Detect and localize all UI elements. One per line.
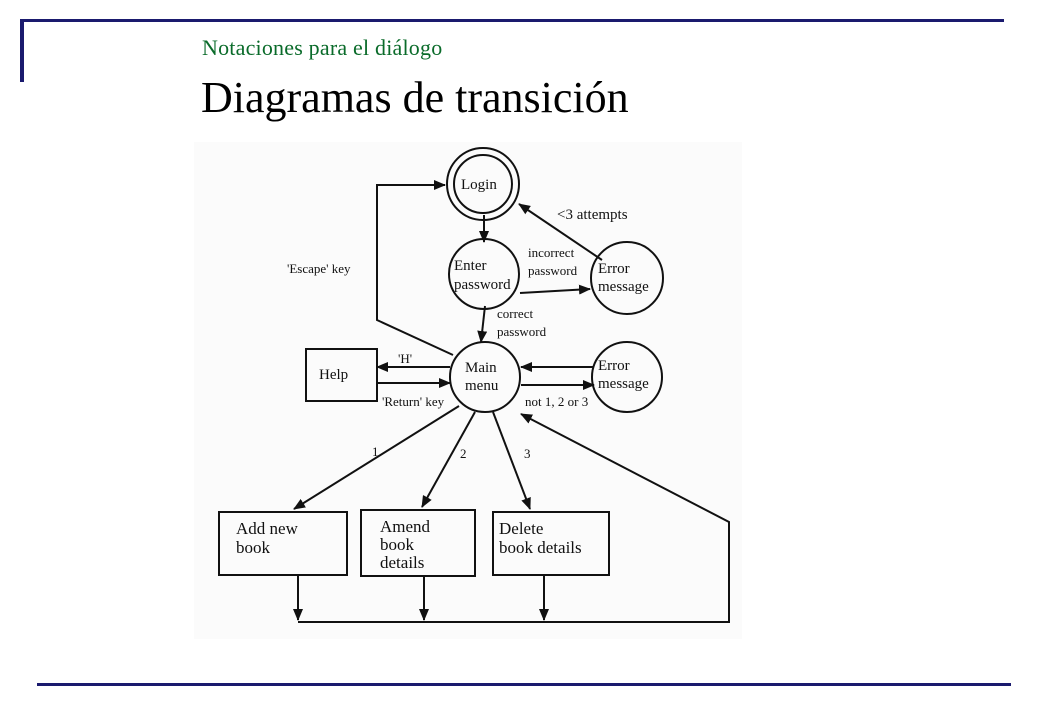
bottom-rule: [37, 683, 1011, 686]
node-main-menu: [449, 341, 521, 413]
label-help: Help: [319, 367, 348, 383]
label-login: Login: [461, 177, 497, 193]
label-return-key: 'Return' key: [382, 394, 445, 409]
label-error-mid-1: Error: [598, 358, 630, 374]
label-amend-book-1: Amend: [380, 517, 431, 536]
label-h-key: 'H': [398, 351, 412, 366]
label-option-3: 3: [524, 446, 531, 461]
label-add-book-1: Add new: [236, 519, 299, 538]
label-amend-book-3: details: [380, 553, 424, 572]
node-amend-book: [360, 509, 476, 577]
label-main-menu-2: menu: [465, 378, 499, 394]
label-option-2: 2: [460, 446, 467, 461]
label-delete-book-1: Delete: [499, 519, 543, 538]
label-correct-2: password: [497, 324, 547, 339]
node-help: [305, 348, 378, 402]
diagram-canvas: Login Enter password Error message Main …: [218, 147, 730, 623]
label-escape: 'Escape' key: [287, 261, 351, 276]
node-error-mid: [591, 341, 663, 413]
slide-title: Diagramas de transición: [201, 73, 629, 122]
label-correct-1: correct: [497, 306, 533, 321]
label-delete-book-2: book details: [499, 538, 582, 557]
edge-correct: [477, 305, 488, 343]
edge-option-3: [492, 411, 531, 510]
label-incorrect-2: password: [528, 263, 578, 278]
label-error-top-1: Error: [598, 261, 630, 277]
node-login: [453, 154, 513, 214]
node-error-top: [590, 241, 664, 315]
label-error-mid-2: message: [598, 376, 649, 392]
label-incorrect-1: incorrect: [528, 245, 575, 260]
node-delete-book: [492, 511, 610, 576]
edge-incorrect: [519, 284, 591, 295]
edge-attempts: [518, 203, 603, 261]
edge-option-1: [293, 405, 460, 510]
label-attempts: <3 attempts: [557, 207, 628, 223]
label-not-123: not 1, 2 or 3: [525, 394, 588, 409]
node-login-outer: [446, 147, 520, 221]
label-main-menu-1: Main: [465, 360, 497, 376]
label-amend-book-2: book: [380, 535, 415, 554]
left-rule: [20, 19, 24, 82]
node-add-book: [218, 511, 348, 576]
edge-escape: [376, 180, 454, 356]
label-add-book-2: book: [236, 538, 271, 557]
node-enter-password: [448, 238, 520, 310]
label-option-1: 1: [372, 444, 379, 459]
label-enter-password-1: Enter: [454, 258, 486, 274]
edge-return-to-menu: [298, 413, 730, 623]
slide-subtitle: Notaciones para el diálogo: [202, 35, 443, 60]
top-rule: [20, 19, 1004, 22]
label-enter-password-2: password: [454, 277, 511, 293]
label-error-top-2: message: [598, 279, 649, 295]
transition-diagram: Login Enter password Error message Main …: [194, 142, 742, 639]
edge-option-2: [421, 411, 476, 508]
